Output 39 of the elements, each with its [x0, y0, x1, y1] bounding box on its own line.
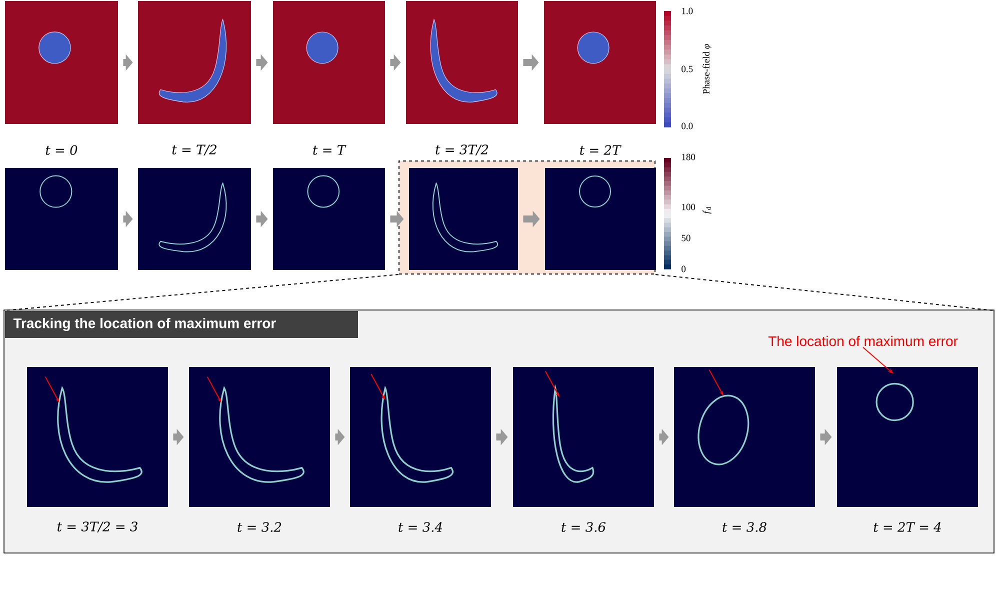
tick-label: 0: [682, 266, 686, 272]
picture: [5, 168, 118, 270]
time-label: t = 3.4: [398, 522, 442, 532]
time-label: t = 3.2: [238, 522, 282, 532]
time-label: t = 0: [46, 145, 78, 155]
picture: [350, 367, 491, 507]
picture: [674, 367, 815, 507]
time-label: t = T/2: [172, 144, 216, 156]
picture: [189, 367, 330, 507]
picture: [513, 367, 654, 507]
annotation-text: The location of maximum error: [768, 336, 958, 346]
time-label: t = 3T/2: [436, 144, 488, 156]
tick-label: 100: [682, 204, 696, 210]
tick-label: 1.0: [682, 8, 693, 14]
picture: [138, 1, 251, 124]
time-label: t = T: [313, 145, 346, 155]
tick-label: 180: [682, 154, 696, 160]
time-label: t = 3.6: [562, 522, 606, 532]
picture: [273, 1, 385, 124]
time-label: t = 2T = 4: [874, 522, 941, 532]
zoom-line: [3, 274, 399, 312]
picture: [545, 168, 656, 270]
axis-title: f$_{d}$: [702, 206, 712, 214]
time-label: t = 2T: [580, 145, 622, 155]
picture: [406, 1, 518, 124]
tick-label: 0.0: [682, 122, 693, 130]
time-label: t = 3.8: [722, 522, 766, 532]
picture: [273, 168, 385, 270]
picture: [27, 367, 168, 507]
picture: [409, 168, 518, 270]
tick-label: 50: [682, 234, 690, 242]
tick-label: 0.5: [682, 66, 693, 72]
axis-title: Phase-field φ: [702, 44, 712, 94]
picture: [837, 367, 978, 507]
picture: [5, 1, 118, 124]
zoom-line: [655, 274, 995, 312]
picture: [138, 168, 251, 270]
time-label: t = 3T/2 = 3: [58, 522, 138, 532]
picture: [544, 1, 656, 124]
